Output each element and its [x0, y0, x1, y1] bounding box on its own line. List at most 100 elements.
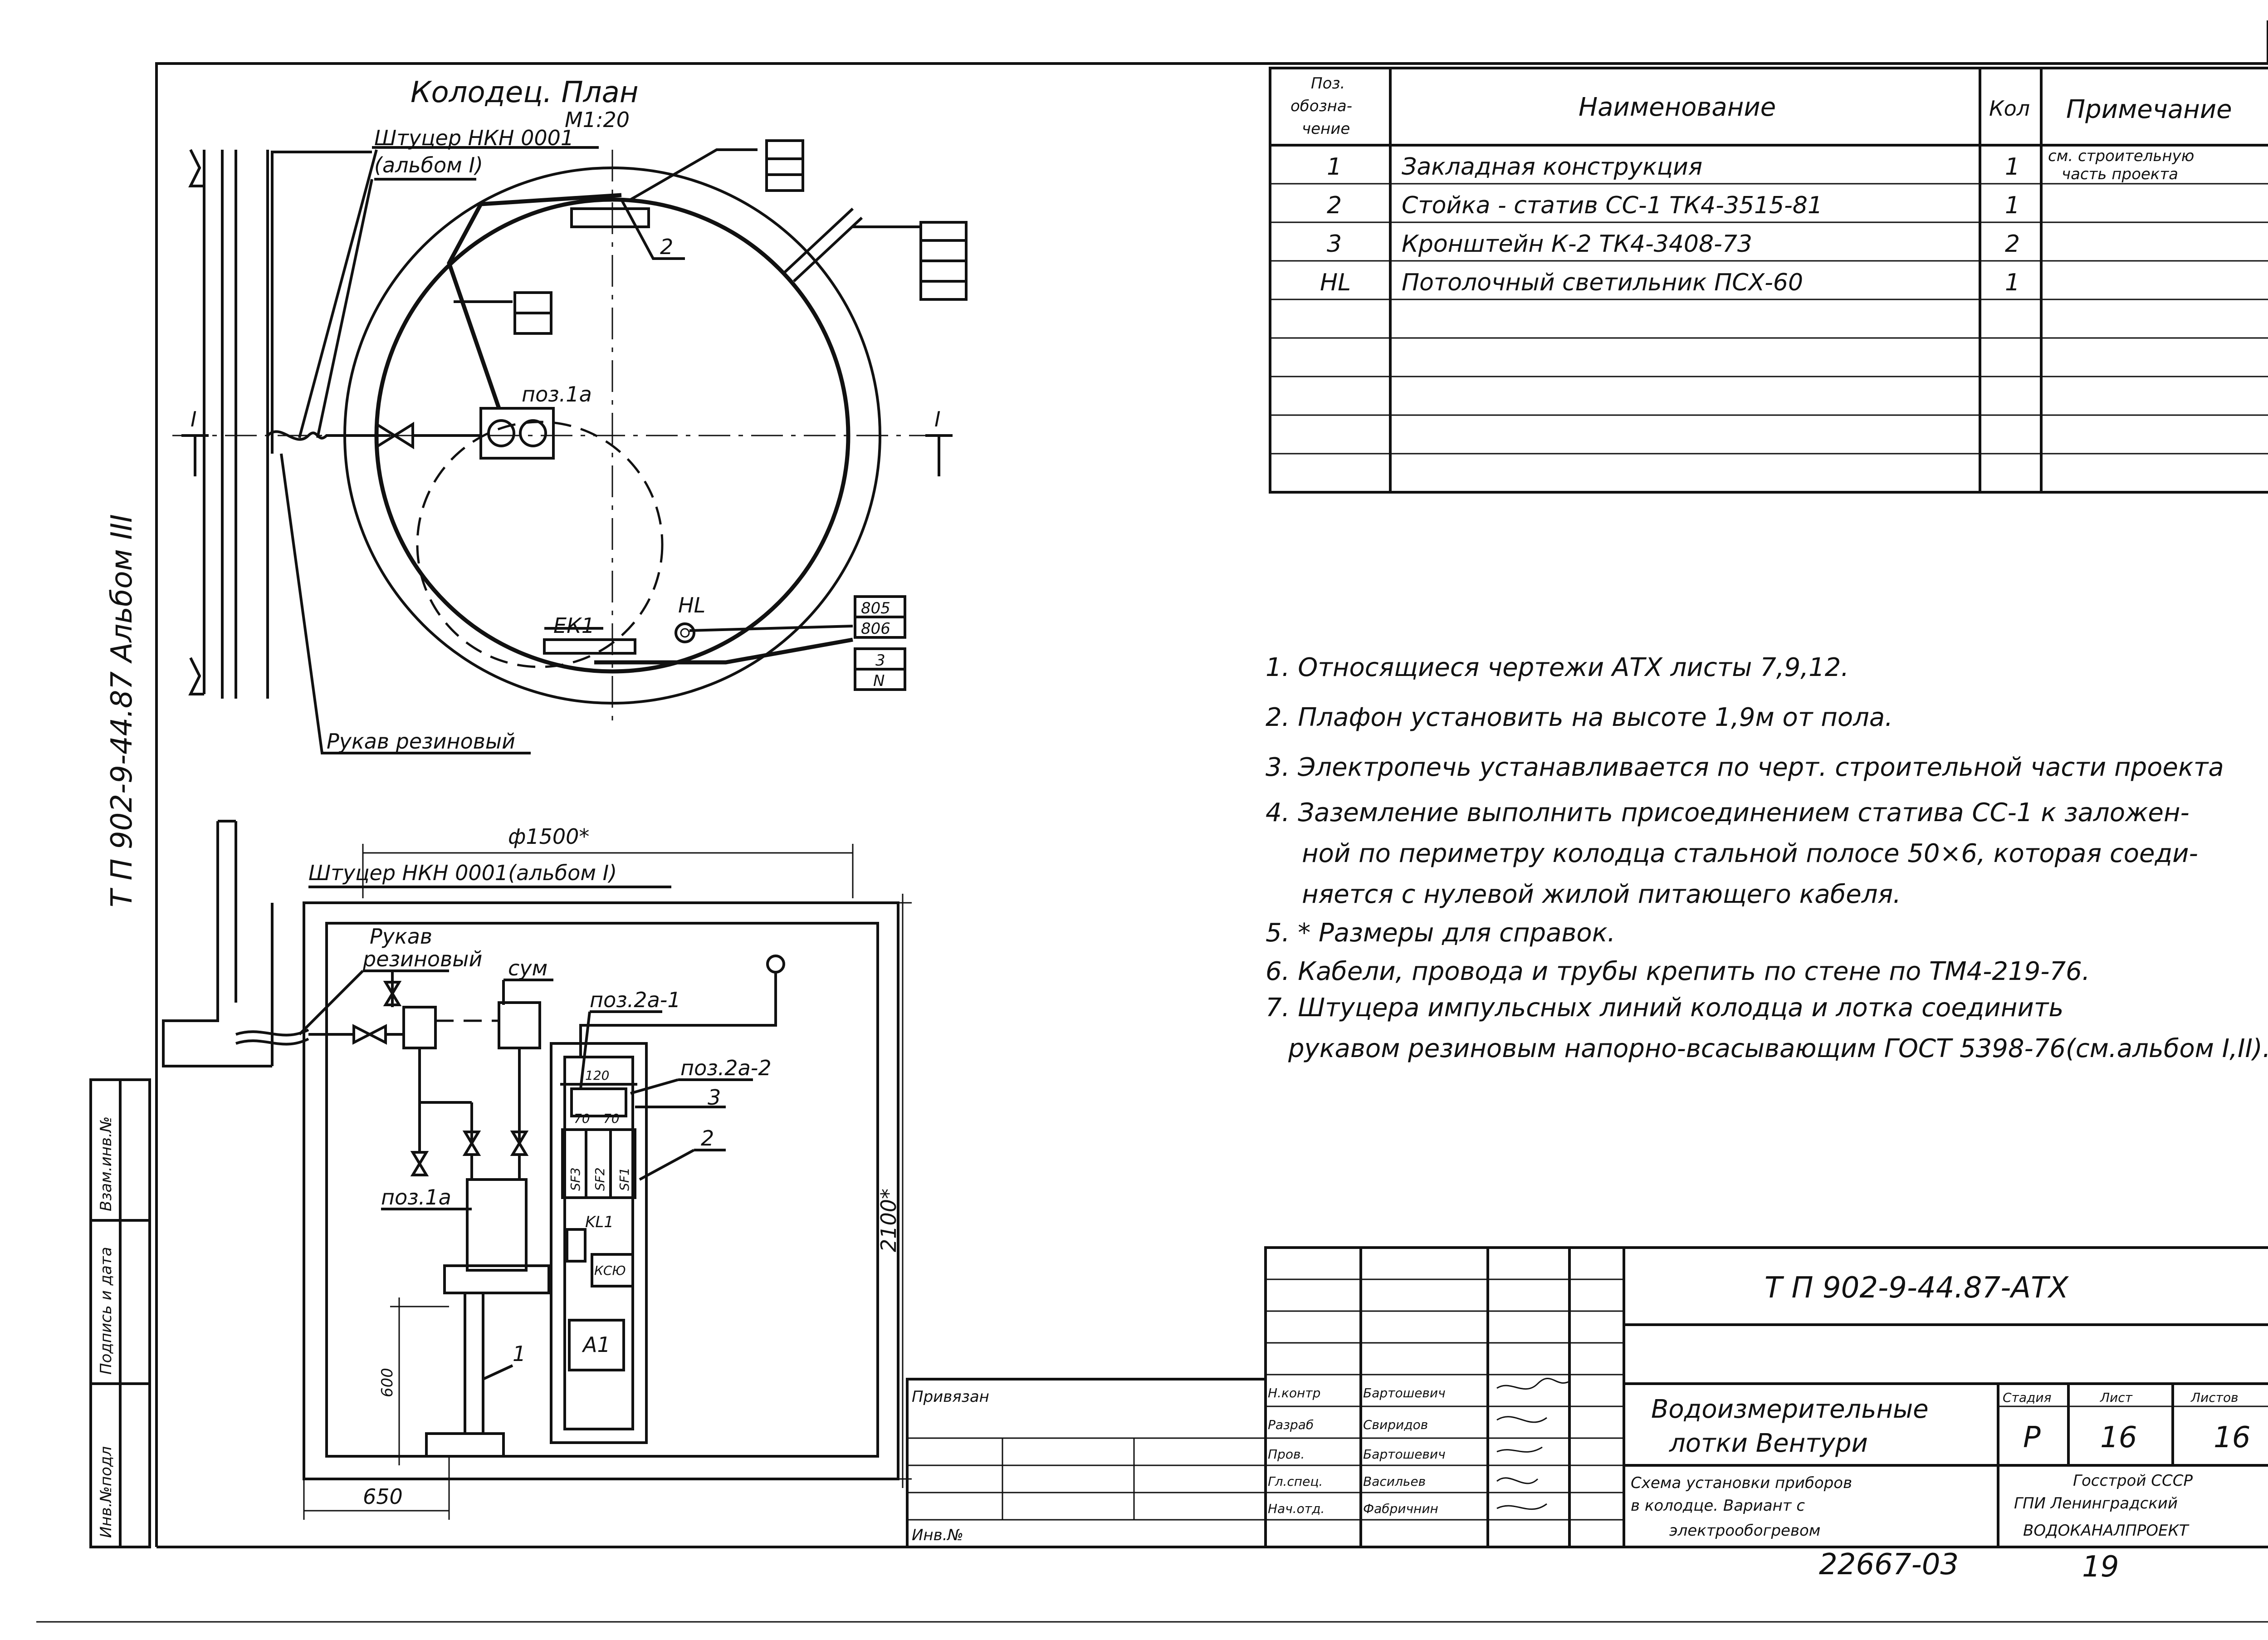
plan-pos-2: 2 — [660, 235, 673, 259]
stamp-signature-date: Подпись и дата — [97, 1247, 115, 1375]
section-sf1: SF1 — [617, 1167, 632, 1191]
note-line-3: 3. Электропечь устанавливается по черт. … — [1266, 753, 2224, 782]
section-kstsl: КСЮ — [594, 1263, 626, 1278]
section-pos-2a2: поз.2а-2 — [680, 1056, 772, 1080]
tb-role-4: Гл.спец. — [1268, 1474, 1323, 1489]
well-plan-view: Колодец. План М1:20 I I поз.1а — [172, 76, 968, 754]
note-line-8: 6. Кабели, провода и трубы крепить по ст… — [1266, 957, 2090, 986]
note-line-2: 2. Плафон установить на высоте 1,9м от п… — [1266, 703, 1893, 732]
plan-box-n: N — [873, 672, 885, 690]
tb-sheet: 16 — [2100, 1421, 2137, 1454]
spec-row-3-qty: 2 — [2005, 230, 2020, 258]
tb-stage-label: Стадия — [2003, 1390, 2051, 1405]
spec-header-note: Примечание — [2066, 95, 2232, 124]
plan-box-805: 805 — [861, 599, 890, 617]
section-a1: А1 — [582, 1332, 611, 1357]
left-inventory-stamp: Инв.№подл Подпись и дата Взам.инв.№ — [89, 1078, 151, 1548]
tb-code: Т П 902-9-44.87-АТХ — [1765, 1271, 2069, 1305]
section-dim-70b: 70 — [603, 1111, 620, 1126]
plan-box-3: 3 — [875, 651, 885, 670]
tb-name-1: Бартошевич — [1363, 1385, 1446, 1400]
signatures — [1496, 1378, 1570, 1510]
section-kl1: KL1 — [585, 1213, 614, 1231]
plan-fitting-label: Штуцер НКН 0001 — [374, 126, 574, 150]
section-mark-right: I — [934, 407, 941, 431]
section-pos-2: 2 — [701, 1126, 714, 1150]
section-dim-120: 120 — [585, 1068, 609, 1083]
spec-row-2-qty: 1 — [2005, 192, 2020, 219]
spec-row-1-note-1: см. строительную — [2048, 147, 2194, 165]
tb-page-no: 19 — [2082, 1550, 2119, 1584]
section-hose-2: резиновый — [362, 947, 482, 971]
spec-row-1-pos: 1 — [1327, 153, 1342, 181]
spec-header-qty: Кол — [1989, 96, 2030, 121]
tb-org-1: Госстрой СССР — [2073, 1472, 2193, 1490]
tb-sheet-title-2: в колодце. Вариант с — [1631, 1497, 1805, 1515]
stamp-inv-podl: Инв.№подл — [97, 1446, 115, 1538]
plan-pos-1a: поз.1а — [522, 382, 592, 406]
spec-row-4-pos: HL — [1320, 269, 1351, 296]
section-diameter: ф1500* — [508, 824, 589, 849]
title-block: Привязан Инв.№ Т П 902-9-44.87-АТХ Н.кон… — [906, 1246, 2268, 1584]
plan-hl: HL — [678, 593, 705, 617]
section-height-2100: 2100* — [876, 1189, 901, 1252]
note-line-1: 1. Относящиеся чертежи АТХ листы 7,9,12. — [1266, 653, 1849, 682]
section-pos-2a1: поз.2а-1 — [590, 988, 681, 1012]
spec-row-1-qty: 1 — [2005, 153, 2020, 181]
spec-header-pos-1: Поз. — [1311, 74, 1345, 93]
note-line-7: 5. * Размеры для справок. — [1266, 918, 1615, 948]
plan-hose-label: Рукав резиновый — [327, 729, 515, 754]
tb-project-2: лотки Вентури — [1669, 1429, 1868, 1458]
note-line-6: няется с нулевой жилой питающего кабеля. — [1302, 880, 1901, 909]
tb-sheets-label: Листов — [2190, 1390, 2239, 1405]
tb-name-5: Фабричнин — [1363, 1501, 1438, 1516]
spec-row-1-note-2: часть проекта — [2062, 165, 2178, 183]
section-sf3: SF3 — [568, 1167, 583, 1191]
plan-fitting-album: (альбом I) — [374, 153, 483, 177]
tb-role-5: Нач.отд. — [1268, 1501, 1325, 1516]
section-sf2: SF2 — [592, 1167, 607, 1191]
section-hose-1: Рукав — [370, 924, 432, 949]
tb-name-4: Васильев — [1363, 1474, 1426, 1489]
spec-row-1-name: Закладная конструкция — [1402, 153, 1702, 181]
section-fitting-label: Штуцер НКН 0001(альбом I) — [308, 861, 617, 885]
plan-ek1: ЕК1 — [553, 613, 595, 638]
drawing-notes: 1. Относящиеся чертежи АТХ листы 7,9,12.… — [1266, 653, 2268, 1063]
plan-scale: М1:20 — [565, 108, 630, 132]
spec-header-name: Наименование — [1579, 93, 1776, 122]
spec-row-3-name: Кронштейн К-2 ТК4-3408-73 — [1402, 230, 1752, 258]
tb-sheet-title-1: Схема установки приборов — [1631, 1474, 1852, 1492]
plan-title: Колодец. План — [411, 76, 639, 109]
tb-name-3: Бартошевич — [1363, 1447, 1446, 1462]
section-w650: 650 — [363, 1484, 403, 1509]
tb-role-2: Разраб — [1268, 1417, 1314, 1432]
section-dim-70a: 70 — [574, 1111, 590, 1126]
tb-org-2: ГПИ Ленинградский — [2014, 1494, 2178, 1513]
section-pos-1a: поз.1а — [381, 1185, 451, 1209]
plan-box-806: 806 — [861, 620, 890, 638]
tb-role-1: Н.контр — [1268, 1385, 1320, 1400]
tb-bound: Привязан — [912, 1388, 989, 1406]
spec-row-2-name: Стойка - статив СС-1 ТК4-3515-81 — [1402, 192, 1823, 219]
tb-org-3: ВОДОКАНАЛПРОЕКТ — [2023, 1522, 2190, 1540]
tb-project-1: Водоизмерительные — [1651, 1395, 1929, 1424]
tb-role-3: Пров. — [1268, 1447, 1305, 1462]
spec-row-4-name: Потолочный светильник ПСХ-60 — [1402, 269, 1803, 296]
note-line-5: ной по периметру колодца стальной полосе… — [1302, 839, 2198, 868]
section-sum: сум — [508, 956, 547, 980]
tb-sheet-label: Лист — [2100, 1390, 2133, 1405]
section-mark-left: I — [191, 407, 197, 431]
tb-inv: Инв.№ — [912, 1526, 963, 1544]
note-line-10: рукавом резиновым напорно-всасывающим ГО… — [1288, 1034, 2268, 1063]
spec-header-pos-2: обозна- — [1290, 97, 1352, 115]
tb-sheet-title-3: электрообогревом — [1669, 1522, 1820, 1540]
section-pos-1: 1 — [513, 1341, 526, 1366]
section-h600: 600 — [378, 1368, 396, 1397]
note-line-4: 4. Заземление выполнить присоединением с… — [1266, 798, 2190, 827]
spec-row-4-qty: 1 — [2005, 269, 2020, 296]
tb-sheets: 16 — [2214, 1421, 2250, 1454]
stamp-vzam-inv: Взам.инв.№ — [97, 1116, 115, 1211]
spec-table: Поз. обозна- чение Наименование Кол Прим… — [1269, 67, 2268, 494]
spec-row-3-pos: 3 — [1327, 230, 1342, 258]
